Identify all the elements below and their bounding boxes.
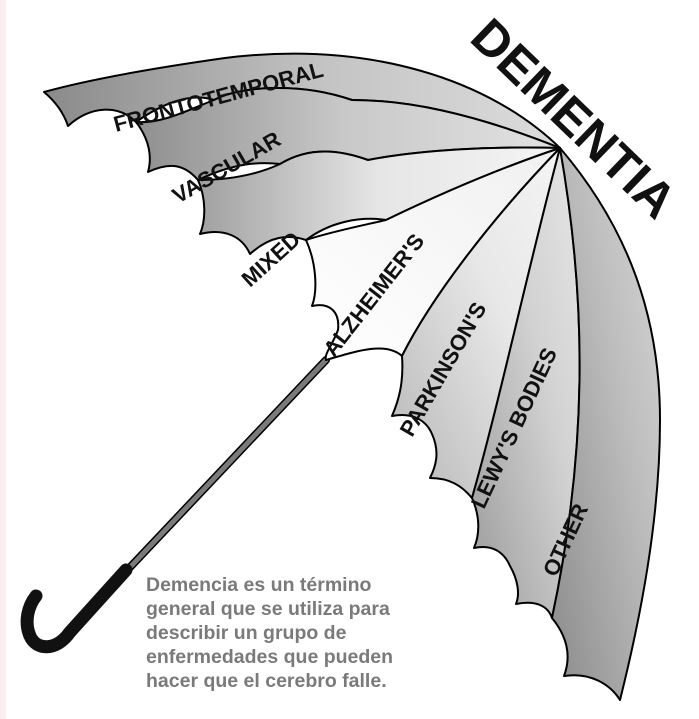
caption: Demencia es un término general que se ut… <box>146 573 466 693</box>
umbrella-shaft <box>114 356 330 584</box>
caption-line: describir un grupo de <box>146 622 347 644</box>
panel-other <box>551 147 661 701</box>
canopy <box>43 52 661 701</box>
caption-line: enfermedades que pueden <box>146 646 394 668</box>
caption-line: hacer que el cerebro falle. <box>146 670 387 692</box>
left-edge-strip <box>0 0 6 719</box>
caption-line: general que se utiliza para <box>146 598 390 620</box>
caption-line: Demencia es un término <box>146 574 372 596</box>
umbrella-handle <box>20 563 133 654</box>
